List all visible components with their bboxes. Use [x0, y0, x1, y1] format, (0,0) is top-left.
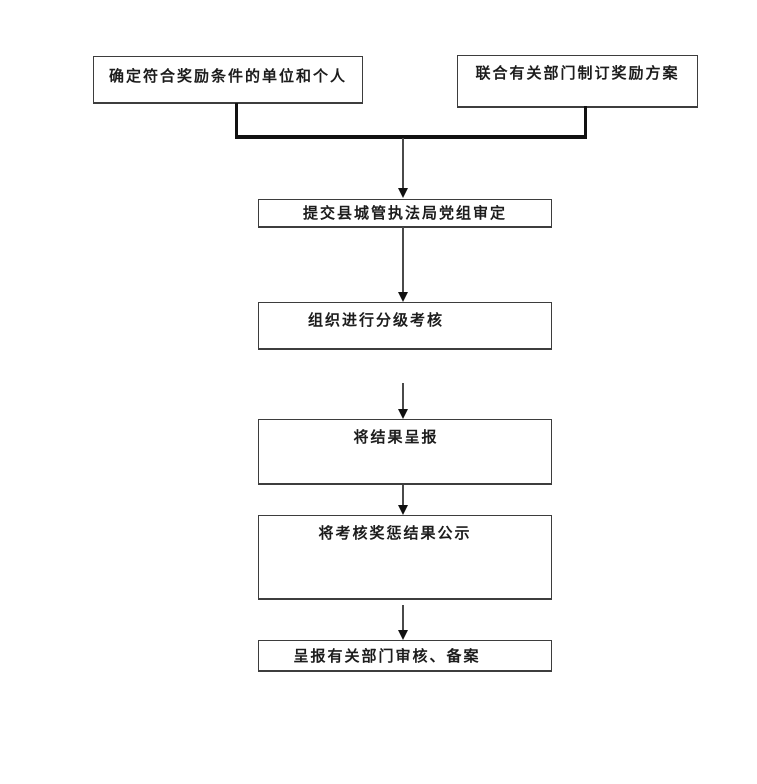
- flow-node-label: 确定符合奖励条件的单位和个人: [108, 67, 347, 85]
- arrowhead-down-icon: [398, 409, 408, 419]
- flow-node-label: 组织进行分级考核: [307, 311, 444, 329]
- flow-node-publicize-results: 将考核奖惩结果公示: [258, 515, 552, 600]
- edge-line-submit-to-assessment: [402, 227, 404, 293]
- flow-node-draft-award-plan: 联合有关部门制订奖励方案: [457, 55, 698, 108]
- connector-stub-left: [235, 103, 238, 139]
- connector-stub-right: [584, 106, 587, 139]
- flow-node-report-results: 将结果呈报: [258, 419, 552, 485]
- flow-node-label: 提交县城管执法局党组审定: [302, 204, 507, 222]
- arrowhead-down-icon: [398, 630, 408, 640]
- edge-line-publicize-to-filing: [402, 605, 404, 630]
- flow-node-submit-party-group-review: 提交县城管执法局党组审定: [258, 199, 552, 228]
- flow-node-identify-awardees: 确定符合奖励条件的单位和个人: [93, 56, 363, 104]
- edge-line-merge-to-submit: [402, 138, 404, 189]
- flow-node-report-for-review-filing: 呈报有关部门审核、备案: [258, 640, 552, 672]
- arrowhead-down-icon: [398, 505, 408, 515]
- connector-merge-line: [235, 135, 587, 139]
- arrowhead-down-icon: [398, 188, 408, 198]
- flow-node-label: 呈报有关部门审核、备案: [293, 646, 481, 665]
- arrowhead-down-icon: [398, 292, 408, 302]
- flow-node-label: 联合有关部门制订奖励方案: [475, 64, 680, 82]
- edge-line-assessment-to-report: [402, 383, 404, 410]
- edge-line-report-to-publicize: [402, 485, 404, 507]
- flow-node-label: 将结果呈报: [353, 428, 439, 446]
- flow-node-graded-assessment: 组织进行分级考核: [258, 302, 552, 350]
- flow-node-label: 将考核奖惩结果公示: [318, 524, 472, 542]
